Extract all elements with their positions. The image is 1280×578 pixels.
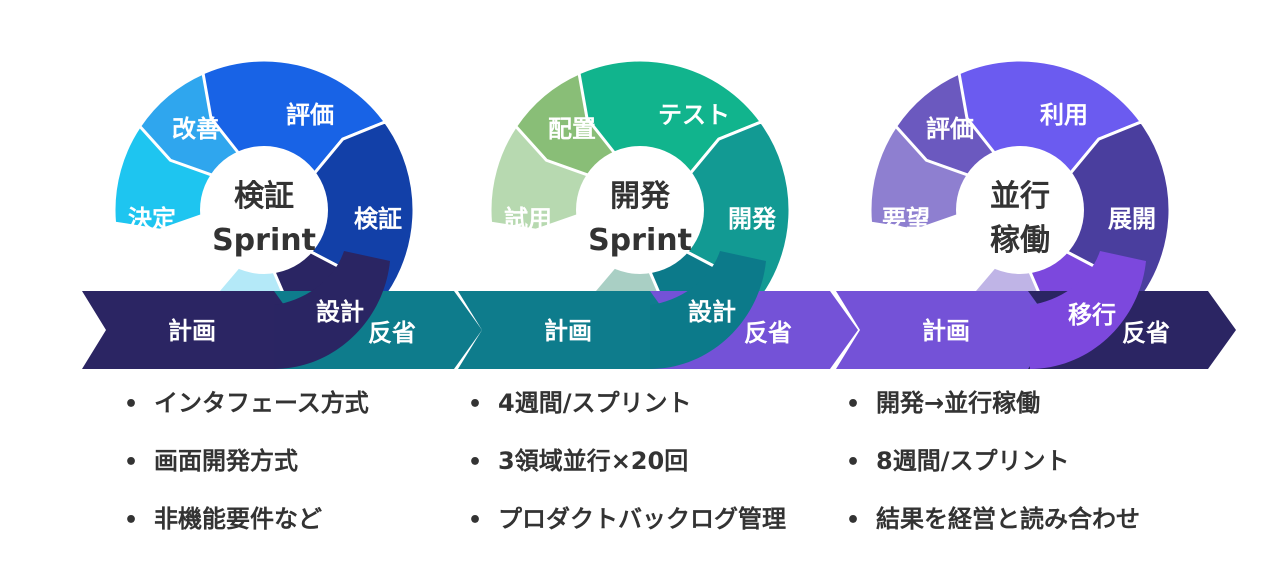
plan-arrow-label-1: 計画 xyxy=(168,317,216,345)
bullet-item: 非機能要件など xyxy=(124,502,369,560)
cycle-segment-label-4: 試用 xyxy=(504,205,552,233)
cycle-segment-label-2: 検証 xyxy=(354,205,402,233)
design-overlay-3 xyxy=(1030,251,1146,369)
cycle-center-label-2: Sprint xyxy=(212,223,316,258)
reflect-arrow-label-2: 反省 xyxy=(744,319,792,347)
reflect-arrow-label-1: 反省 xyxy=(368,319,416,347)
sprint-3-bullet-list: 開発→並行稼働8週間/スプリント結果を経営と読み合わせ xyxy=(846,386,1140,560)
cycle-segment-label-4: 決定 xyxy=(128,205,176,233)
cycle-segment-label-1: 利用 xyxy=(1040,101,1088,129)
cycle-segment-label-2: 展開 xyxy=(1108,205,1156,233)
cycle-segment-label-1: 評価 xyxy=(286,101,334,129)
bullet-item: プロダクトバックログ管理 xyxy=(468,502,786,560)
bullet-item: 3領域並行×20回 xyxy=(468,444,786,502)
plan-arrow-3 xyxy=(836,291,1060,369)
cycle-center xyxy=(200,146,328,274)
bullet-item: 画面開発方式 xyxy=(124,444,369,502)
cycle-center-label-1: 検証 xyxy=(234,179,294,214)
design-overlay-2 xyxy=(650,251,766,369)
cycle-center xyxy=(576,146,704,274)
plan-arrow-label-3: 計画 xyxy=(922,317,970,345)
cycle-segment-label-3-1: 設計 xyxy=(316,298,364,326)
bullet-item: 開発→並行稼働 xyxy=(846,386,1140,444)
cycle-segment-label-5: 評価 xyxy=(926,115,974,143)
cycle-center-label-2: 稼働 xyxy=(990,223,1050,258)
cycle-segment-label-5: 改善 xyxy=(172,115,220,143)
timeline-band: 計画設計反省計画設計反省計画移行反省 xyxy=(82,251,1236,369)
bullet-item: インタフェース方式 xyxy=(124,386,369,444)
cycle-center-label-1: 開発 xyxy=(610,179,671,214)
cycle-center-label-2: Sprint xyxy=(588,223,692,258)
cycle-segment-label-2: 開発 xyxy=(728,205,777,233)
bullet-item: 結果を経営と読み合わせ xyxy=(846,502,1140,560)
cycle-segment-label-3-2: 設計 xyxy=(688,298,736,326)
cycle-segment-label-4: 要望 xyxy=(882,205,930,233)
cycle-segment-label-1: テスト xyxy=(658,101,730,129)
bullet-item: 4週間/スプリント xyxy=(468,386,786,444)
sprint-1-bullet-list: インタフェース方式画面開発方式非機能要件など xyxy=(124,386,369,560)
cycle-segment-label-5: 配置 xyxy=(548,115,596,143)
plan-arrow-1 xyxy=(82,291,306,369)
plan-arrow-2 xyxy=(458,291,682,369)
cycle-center-label-1: 並行 xyxy=(990,179,1050,214)
reflect-arrow-label-3: 反省 xyxy=(1122,319,1170,347)
design-overlay-1 xyxy=(274,251,390,369)
sprint-2-bullet-list: 4週間/スプリント3領域並行×20回プロダクトバックログ管理 xyxy=(468,386,786,560)
cycle-segment-label-3-3: 移行 xyxy=(1068,301,1116,329)
plan-arrow-label-2: 計画 xyxy=(544,317,592,345)
cycle-center xyxy=(956,146,1084,274)
bullet-item: 8週間/スプリント xyxy=(846,444,1140,502)
